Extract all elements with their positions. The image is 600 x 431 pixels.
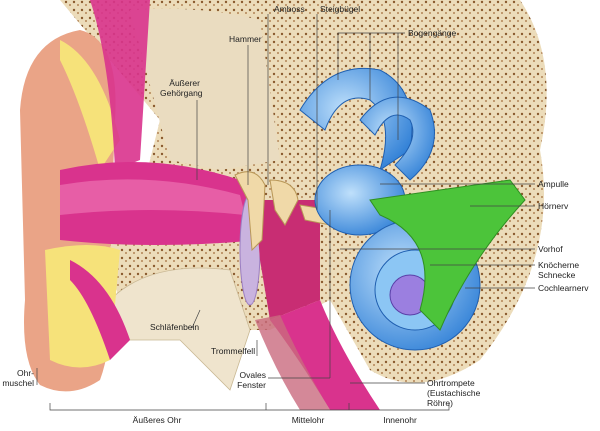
tube-muscle: [255, 315, 330, 410]
label-amboss: Amboss: [274, 4, 305, 14]
canal-highlight: [60, 179, 245, 215]
label-ohrmuschel: Ohr- muschel: [0, 368, 34, 388]
malleus: [234, 171, 266, 252]
label-vorhof: Vorhof: [538, 244, 563, 254]
label-line: Schnecke: [538, 270, 576, 280]
label-line: Ovales: [239, 370, 266, 380]
semicircular-canal-2: [359, 96, 435, 181]
section-inner-ear: Innenohr: [383, 415, 417, 425]
label-line: Äußerer: [169, 78, 200, 88]
label-line: Knöcherne: [538, 260, 580, 270]
label-ampulle: Ampulle: [538, 179, 569, 189]
label-ohrtrompete: Ohrtrompete (Eustachische Röhre): [427, 378, 480, 408]
label-line: Röhre): [427, 398, 453, 408]
label-schlaefenbein: Schläfenbein: [150, 322, 200, 332]
lower-skin: [70, 260, 130, 360]
label-knoecherne-schnecke: Knöcherne Schnecke: [538, 260, 579, 280]
skin-upper: [90, 0, 150, 170]
label-hammer: Hammer: [229, 34, 262, 44]
label-line: Ohrtrompete: [427, 378, 475, 388]
leader-lines: [36, 14, 535, 411]
fat-layer: [45, 245, 120, 368]
label-aeusserer-gehoergang: Äußerer Gehörgang: [160, 78, 203, 98]
middle-ear-cavity: [255, 200, 320, 320]
label-line: Fenster: [237, 380, 266, 390]
label-line: (Eustachische: [427, 388, 481, 398]
eustachian-tube: [270, 300, 380, 410]
fat-upper: [60, 40, 120, 170]
lower-bone: [109, 267, 251, 391]
label-ovales-fenster: Ovales Fenster: [226, 370, 266, 390]
label-steigbuegel: Steigbügel: [320, 4, 361, 14]
label-line: muschel: [2, 378, 34, 388]
label-hoernerv: Hörnerv: [538, 201, 569, 211]
section-middle-ear: Mittelohr: [291, 415, 325, 425]
section-outer-ear: Äußeres Ohr: [132, 415, 182, 425]
label-bogengaenge: Bogengänge: [408, 28, 457, 38]
incus: [269, 179, 299, 226]
label-line: Ohr-: [17, 368, 34, 378]
label-trommelfell: Trommelfell: [211, 346, 256, 356]
label-line: Gehörgang: [160, 88, 203, 98]
label-cochlearnerv: Cochlearnerv: [538, 283, 589, 293]
inner-bone-smooth: [130, 8, 280, 170]
